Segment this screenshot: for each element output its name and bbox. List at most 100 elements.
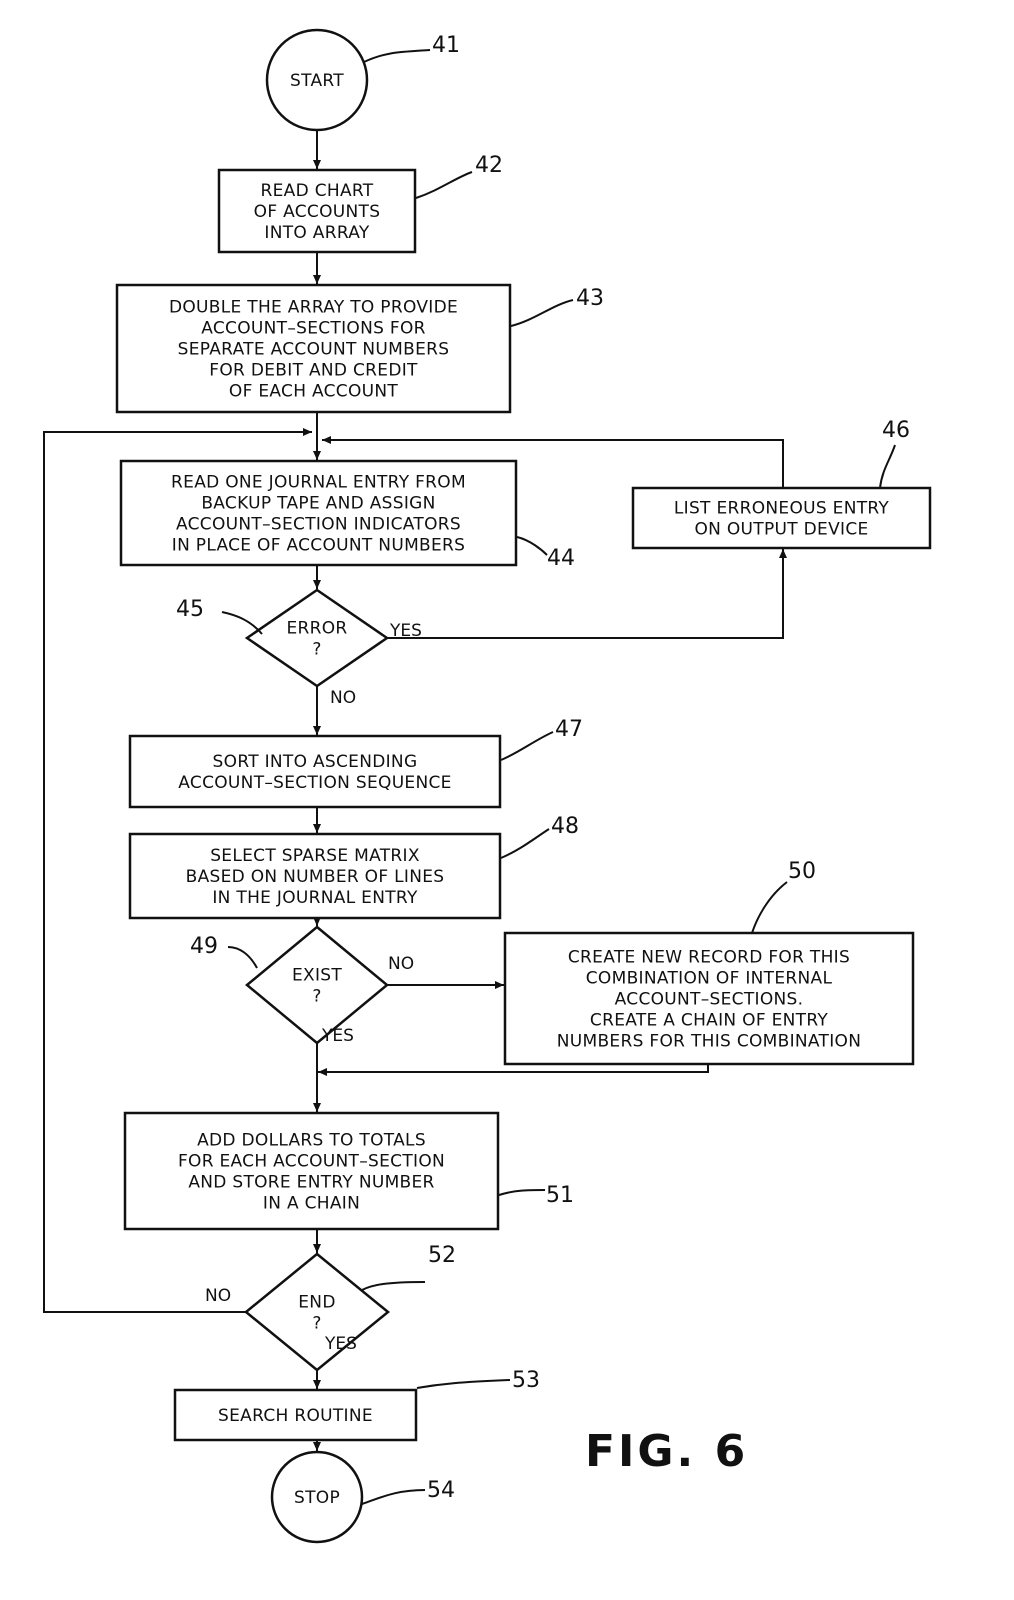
node-text-line: ? — [312, 1314, 321, 1334]
reference-numeral: 48 — [551, 814, 579, 839]
node-52-decision: END? 52 — [244, 1243, 456, 1372]
node-text-line: DOUBLE THE ARRAY TO PROVIDE — [169, 298, 458, 318]
edge-label-no: NO — [205, 1286, 231, 1306]
reference-numeral: 50 — [788, 859, 816, 884]
node-text-line: ADD DOLLARS TO TOTALS — [197, 1131, 426, 1151]
reference-numeral: 43 — [576, 286, 604, 311]
node-text-line: READ ONE JOURNAL ENTRY FROM — [171, 473, 466, 493]
node-text-line: AND STORE ENTRY NUMBER — [188, 1173, 434, 1193]
process-box — [128, 832, 502, 920]
leader-line — [361, 1281, 426, 1291]
node-text-line: CREATE A CHAIN OF ENTRY — [590, 1011, 828, 1031]
node-text-line: INTO ARRAY — [264, 223, 369, 243]
reference-numeral: 52 — [428, 1243, 456, 1268]
node-43-process: DOUBLE THE ARRAY TO PROVIDEACCOUNT–SECTI… — [115, 283, 604, 414]
process-box — [128, 734, 502, 809]
process-box — [123, 1111, 500, 1231]
node-text-line: IN A CHAIN — [263, 1194, 360, 1214]
edge-label-no: NO — [330, 688, 356, 708]
node-text-line: OF ACCOUNTS — [254, 202, 381, 222]
leader-line — [416, 1379, 511, 1389]
node-text-line: FOR EACH ACCOUNT–SECTION — [178, 1152, 445, 1172]
node-text-line: BASED ON NUMBER OF LINES — [186, 867, 445, 887]
node-text-line: OF EACH ACCOUNT — [229, 382, 399, 402]
node-45-decision: ERROR? 45 — [176, 588, 390, 688]
node-text-line: ? — [312, 640, 321, 660]
node-text-line: FOR DEBIT AND CREDIT — [209, 361, 418, 381]
node-text-line: SELECT SPARSE MATRIX — [210, 846, 420, 866]
terminal-shape — [270, 1450, 364, 1544]
process-box — [173, 1388, 418, 1442]
node-text-line: ACCOUNT–SECTIONS FOR — [201, 319, 426, 339]
node-text-line: BACKUP TAPE AND ASSIGN — [201, 494, 435, 514]
reference-numeral: 44 — [547, 546, 575, 571]
decision-shape — [245, 925, 389, 1045]
node-text-line: LIST ERRONEOUS ENTRY — [674, 499, 890, 519]
leader-line — [500, 828, 550, 859]
leader-line — [498, 1189, 546, 1196]
leader-line — [510, 299, 574, 327]
reference-numeral: 45 — [176, 597, 204, 622]
reference-numeral: 41 — [432, 33, 460, 58]
edge-label-yes: YES — [389, 621, 422, 641]
node-text-line: IN THE JOURNAL ENTRY — [212, 888, 418, 908]
process-box — [631, 486, 932, 550]
node-text-line: IN PLACE OF ACCOUNT NUMBERS — [172, 536, 466, 556]
node-41-terminal: START 41 — [265, 28, 460, 132]
leader-line — [751, 881, 788, 934]
process-box — [115, 283, 512, 414]
process-box — [217, 168, 417, 254]
node-text-line: EXIST — [292, 966, 342, 986]
terminal-shape — [265, 28, 369, 132]
leader-line — [361, 1489, 426, 1505]
edge-50-51 — [318, 1064, 709, 1076]
node-text-line: ACCOUNT–SECTION INDICATORS — [176, 515, 461, 535]
node-text-line: STOP — [294, 1488, 340, 1508]
leader-line — [500, 731, 554, 761]
reference-numeral: 49 — [190, 934, 218, 959]
node-text-line: READ CHART — [261, 181, 374, 201]
edge-52-44 — [43, 428, 312, 1313]
node-text-line: NUMBERS FOR THIS COMBINATION — [557, 1032, 862, 1052]
node-text-line: ON OUTPUT DEVICE — [694, 520, 868, 540]
node-text-line: ACCOUNT–SECTIONS. — [615, 990, 804, 1010]
reference-numeral: 42 — [475, 153, 503, 178]
node-text-line: ? — [312, 987, 321, 1007]
leader-line — [879, 444, 896, 489]
node-49-decision: EXIST? 49 — [190, 925, 389, 1045]
leader-line — [221, 611, 263, 635]
connectors — [43, 130, 787, 1451]
node-text-line: SORT INTO ASCENDING — [213, 752, 418, 772]
reference-numeral: 54 — [427, 1478, 455, 1503]
node-54-terminal: STOP 54 — [270, 1450, 455, 1544]
node-text-line: SEPARATE ACCOUNT NUMBERS — [178, 340, 450, 360]
process-box — [503, 931, 915, 1066]
edge-46-44 — [322, 436, 784, 488]
leader-line — [227, 946, 258, 969]
node-text-line: ERROR — [286, 619, 347, 639]
figure-title: FIG. 6 — [585, 1426, 748, 1477]
node-text-line: START — [290, 71, 344, 91]
reference-numeral: 46 — [882, 418, 910, 443]
decision-shape — [244, 588, 390, 688]
leader-line — [516, 536, 548, 556]
leader-line — [415, 171, 473, 199]
process-box — [119, 459, 518, 567]
edge-label-yes: YES — [321, 1026, 354, 1046]
edge-label-yes: YES — [324, 1334, 357, 1354]
decision-shape — [244, 1252, 390, 1372]
reference-numeral: 51 — [546, 1183, 574, 1208]
reference-numeral: 53 — [512, 1368, 540, 1393]
node-text-line: COMBINATION OF INTERNAL — [586, 969, 833, 989]
node-text-line: END — [298, 1293, 335, 1313]
node-text-line: SEARCH ROUTINE — [218, 1406, 373, 1426]
